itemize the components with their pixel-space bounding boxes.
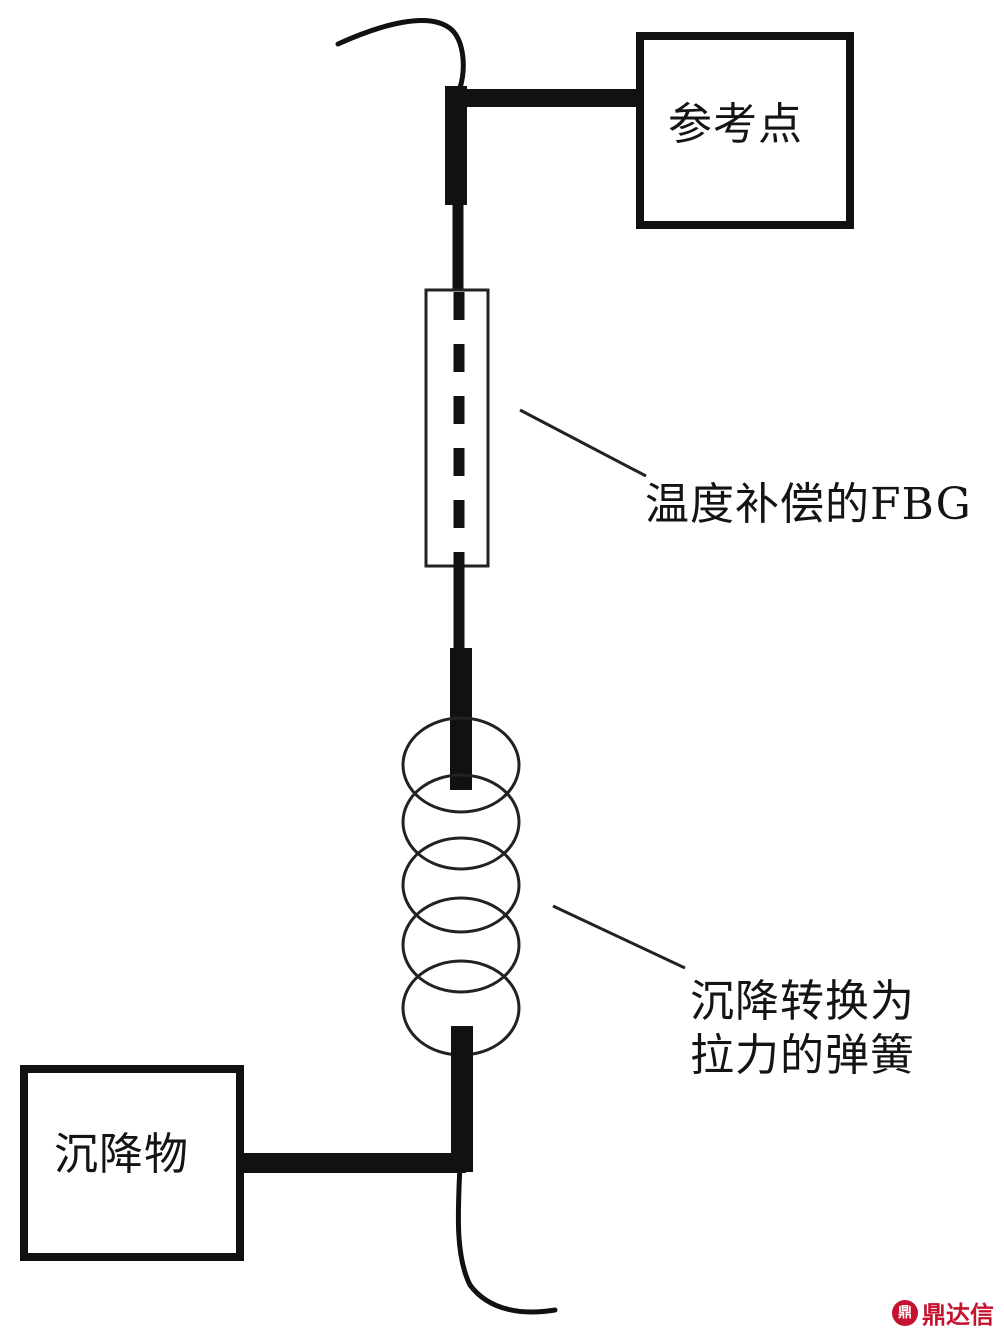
spring-label: 沉降转换为 拉力的弹簧 <box>690 975 915 1082</box>
watermark-text: 鼎达信 <box>922 1301 994 1329</box>
spring-label-line2: 拉力的弹簧 <box>690 1029 915 1081</box>
fiber-top-tail <box>335 18 466 91</box>
spring-coil <box>401 836 521 934</box>
fbg-leader-line <box>519 408 647 478</box>
fiber-bottom-tail <box>455 1162 558 1315</box>
spring-coil <box>401 716 521 814</box>
settlement-object-label: 沉降物 <box>54 1129 189 1180</box>
reference-point-box <box>636 32 854 229</box>
dingdaxin-logo-icon: 鼎 <box>892 1299 918 1326</box>
spring-coil <box>401 896 521 994</box>
fbg-label: 温度补偿的FBG <box>645 479 972 530</box>
spring-coil <box>401 773 521 871</box>
spring-label-line1: 沉降转换为 <box>690 976 915 1027</box>
watermark: 鼎 鼎达信 <box>892 1295 994 1330</box>
reference-point-label: 参考点 <box>668 99 803 150</box>
spring-leader-line <box>552 904 686 970</box>
